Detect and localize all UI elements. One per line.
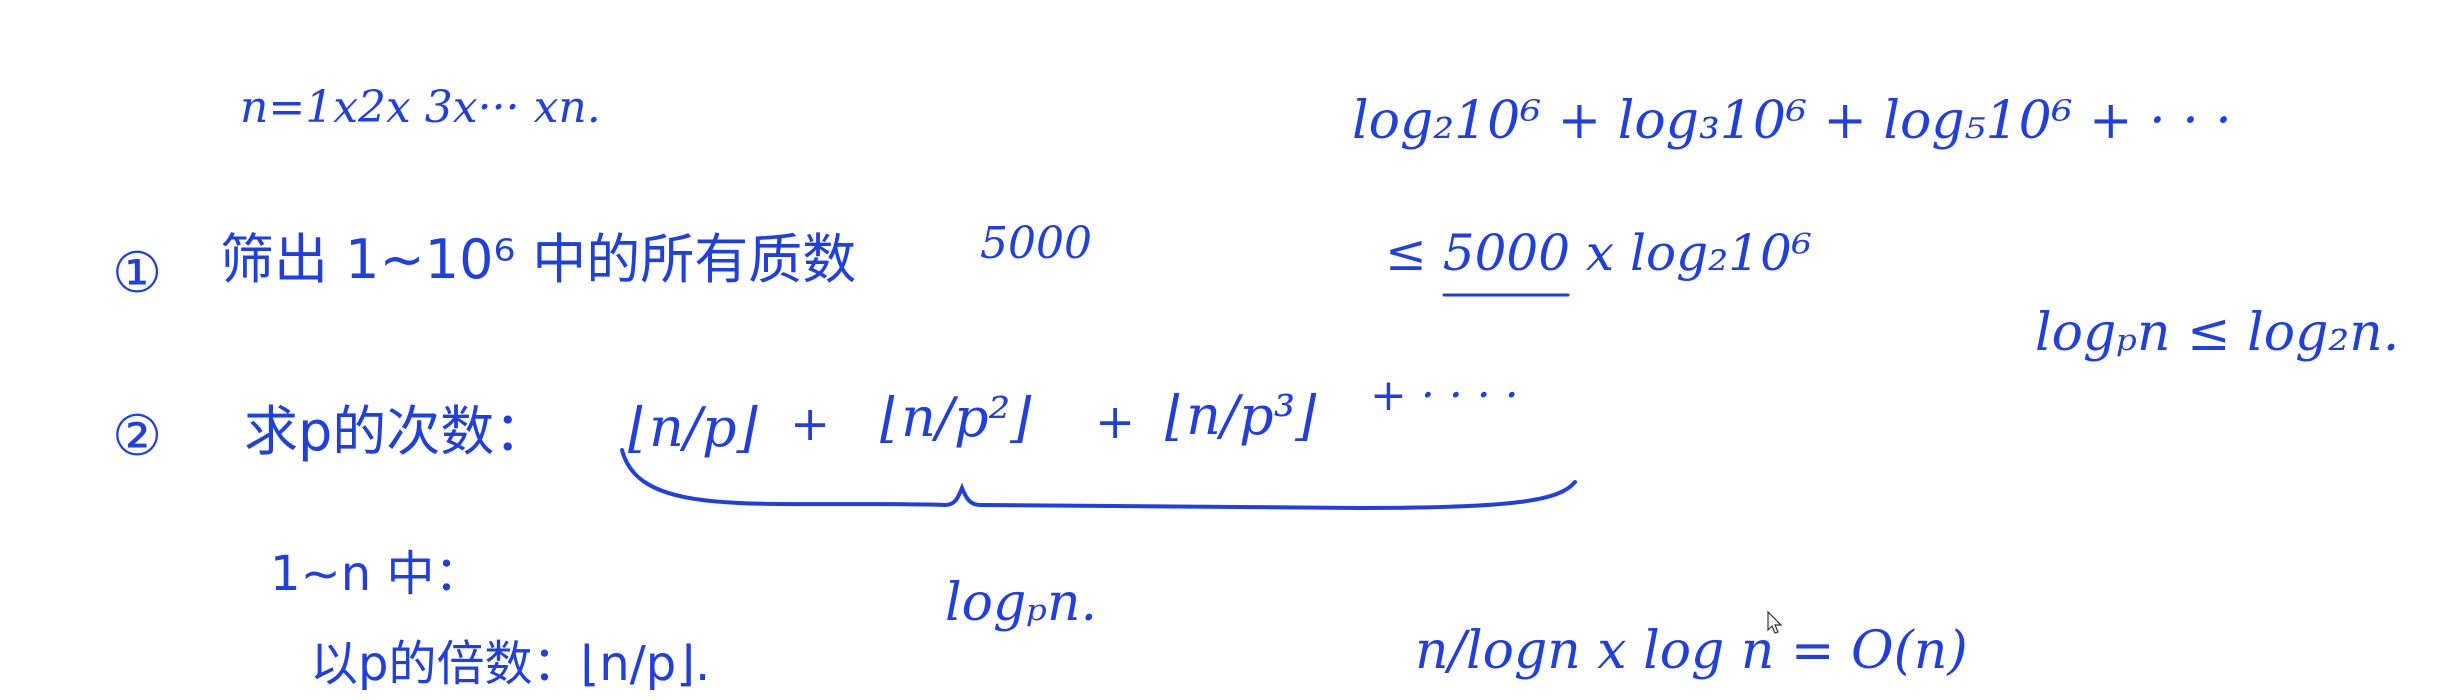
multiples-line: 以p的倍数：⌊n/p⌋. bbox=[310, 636, 710, 692]
log-sum: log₂10⁶ + log₃10⁶ + log₅10⁶ + · · · bbox=[1352, 91, 2232, 151]
trailing-plus-dots: + · · · · bbox=[1370, 370, 1519, 421]
factorial-expression: n=1x2x 3x··· xn. bbox=[240, 82, 601, 133]
mouse-pointer-icon bbox=[1767, 610, 1783, 634]
step2-description: 求p的次数： bbox=[244, 400, 548, 463]
complexity-result: n/logn x log n = O(n) bbox=[1415, 621, 1968, 681]
brace-result-log: logₚn. bbox=[945, 573, 1097, 633]
floor-n-over-p-cubed: ⌊n/p³⌋ bbox=[1165, 384, 1317, 447]
plus-sign: + bbox=[1095, 394, 1135, 450]
step1-circled-number: ① bbox=[112, 241, 162, 306]
floor-n-over-p-squared: ⌊n/p²⌋ bbox=[880, 386, 1032, 449]
log-bound: ≤ 5000 x log₂10⁶ bbox=[1385, 224, 1812, 282]
step1-prime-count: 5000 bbox=[980, 218, 1092, 269]
step1-description: 筛出 1~10⁶ 中的所有质数 bbox=[220, 228, 856, 291]
plus-sign: + bbox=[790, 396, 830, 452]
floor-n-over-p: ⌊n/p⌋ bbox=[628, 396, 759, 459]
log-comparison: logₚn ≤ log₂n. bbox=[2035, 303, 2399, 363]
range-heading: 1~n 中： bbox=[270, 546, 482, 602]
step2-circled-number: ② bbox=[112, 404, 162, 469]
underbrace bbox=[620, 448, 1577, 511]
